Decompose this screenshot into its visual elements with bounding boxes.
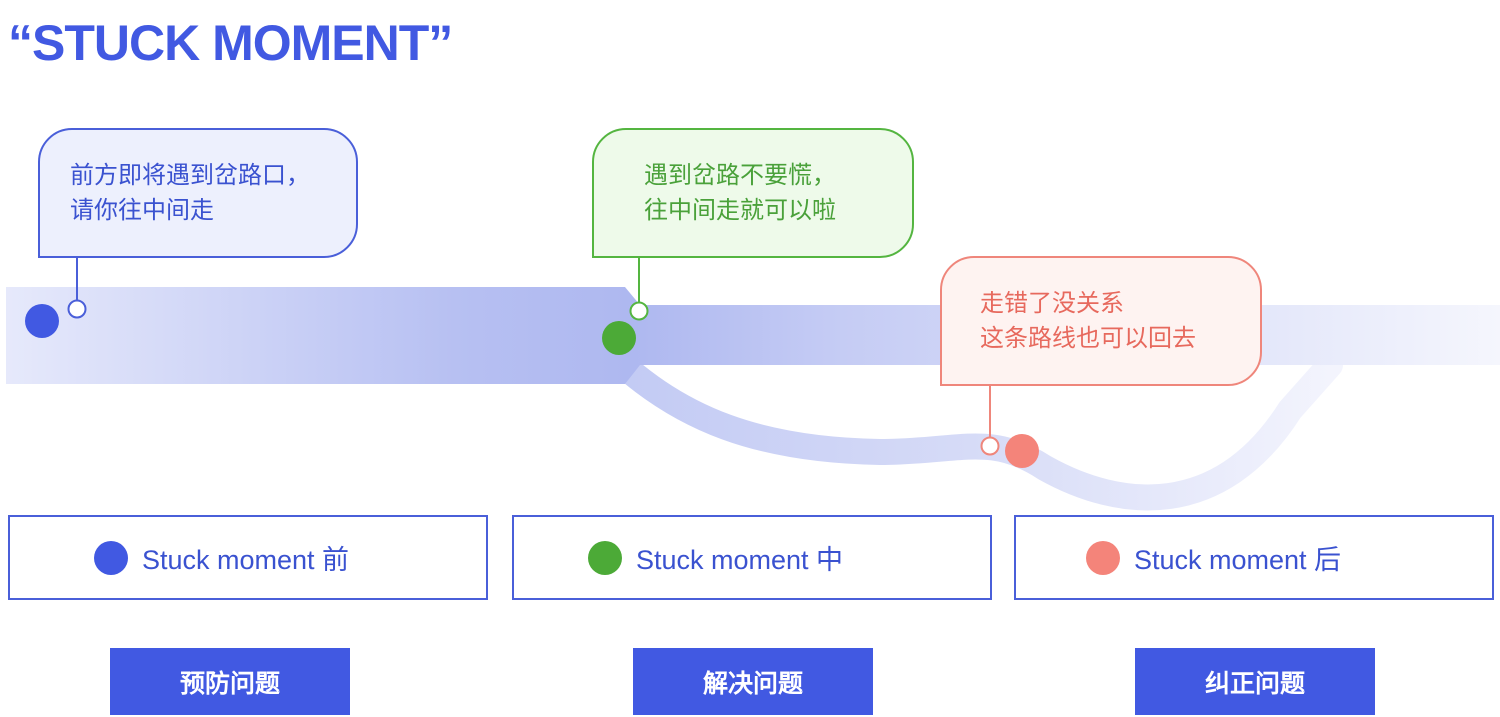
speech-bubble-during: 遇到岔路不要慌， 往中间走就可以啦 — [592, 128, 914, 258]
bubble-before-line-1: 前方即将遇到岔路口， — [70, 161, 310, 189]
speech-bubble-after: 走错了没关系 这条路线也可以回去 — [940, 256, 1262, 386]
main-road — [6, 287, 1500, 384]
speech-bubble-before: 前方即将遇到岔路口， 请你往中间走 — [38, 128, 358, 258]
stage-dot-during — [588, 540, 622, 575]
stage-box-after: Stuck moment 后 — [1014, 515, 1494, 600]
stage-box-before: Stuck moment 前 — [8, 515, 488, 600]
bubble-before-line-2: 请你往中间走 — [70, 196, 214, 224]
page-title: “STUCK MOMENT” — [8, 15, 453, 71]
anchor-circle-red — [980, 436, 1000, 456]
marker-during — [602, 321, 636, 355]
stage-dot-after — [1086, 540, 1120, 575]
action-box-solve: 解决问题 — [633, 648, 873, 715]
marker-after — [1005, 434, 1039, 468]
action-box-prevent: 预防问题 — [110, 648, 350, 715]
stage-dot-before — [94, 540, 128, 575]
action-box-correct: 纠正问题 — [1135, 648, 1375, 715]
bubble-after-line-1: 走错了没关系 — [980, 289, 1124, 317]
marker-before — [25, 304, 59, 338]
stage-label-after: Stuck moment 后 — [1134, 545, 1342, 575]
bubble-after-line-2: 这条路线也可以回去 — [980, 324, 1196, 352]
bubble-during-line-2: 往中间走就可以啦 — [644, 196, 836, 224]
stage-label-during: Stuck moment 中 — [636, 545, 844, 575]
stage-label-before: Stuck moment 前 — [142, 545, 350, 575]
anchor-circle-green — [629, 301, 649, 321]
branch-road — [599, 342, 1343, 511]
stage-box-during: Stuck moment 中 — [512, 515, 992, 600]
bubble-during-line-1: 遇到岔路不要慌， — [644, 161, 836, 189]
anchor-circle-blue — [67, 299, 87, 319]
